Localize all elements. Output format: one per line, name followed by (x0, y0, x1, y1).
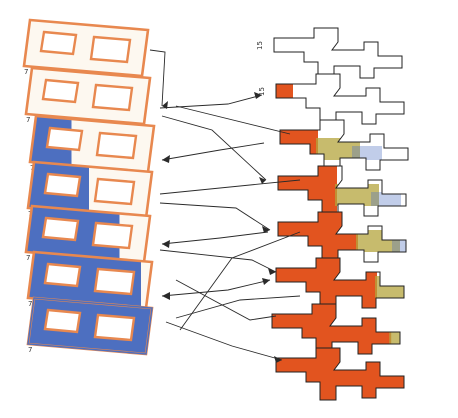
arrowhead (268, 268, 276, 275)
olive-wash (335, 184, 379, 206)
orange-fill (276, 74, 293, 126)
arrowhead (274, 356, 282, 363)
connector-line (161, 142, 265, 161)
right-label: 15 (258, 87, 266, 96)
arrowhead (162, 155, 170, 163)
connector-line (159, 202, 271, 231)
connector-line (165, 321, 283, 361)
zigzag-plan (275, 257, 441, 311)
connector-line (175, 279, 277, 321)
arrowhead (162, 101, 168, 109)
left-label: 7 (26, 254, 30, 262)
connector-line (159, 249, 277, 273)
zigzag-plan (271, 303, 455, 357)
orange-fill (280, 120, 318, 172)
b-plate (26, 296, 154, 356)
zigzag-plan (277, 211, 407, 265)
left-label: 7 (28, 300, 32, 308)
arrowhead (162, 292, 170, 300)
connector-line (161, 231, 269, 245)
connector-line (179, 231, 301, 331)
arrowhead (254, 92, 262, 99)
right-label: 15 (256, 41, 264, 50)
connector-line (161, 115, 267, 181)
blue-wash (425, 330, 455, 344)
left-label: 7 (28, 346, 32, 354)
zigzag-plan (273, 27, 403, 81)
connector-line (159, 94, 263, 109)
connector-line (149, 49, 166, 107)
arrowheads (162, 92, 282, 363)
olive-wash (389, 322, 400, 344)
connector-line (175, 105, 291, 135)
zigzag-plan (275, 347, 405, 401)
arrowhead (262, 226, 270, 233)
olive-wash (375, 276, 404, 298)
arrowhead (262, 278, 270, 285)
connector-line (161, 279, 271, 297)
olive-wash (316, 138, 360, 160)
blue-wash (411, 284, 441, 298)
blue-wash (371, 192, 401, 206)
connector-line (159, 179, 301, 195)
arrowhead (162, 240, 170, 248)
blue-wash (352, 146, 382, 160)
left-label: 7 (24, 68, 28, 76)
arrowhead (259, 177, 266, 184)
blue-wash (392, 238, 406, 252)
connector-lines (149, 49, 301, 361)
left-label: 7 (26, 116, 30, 124)
connector-line (175, 295, 301, 319)
